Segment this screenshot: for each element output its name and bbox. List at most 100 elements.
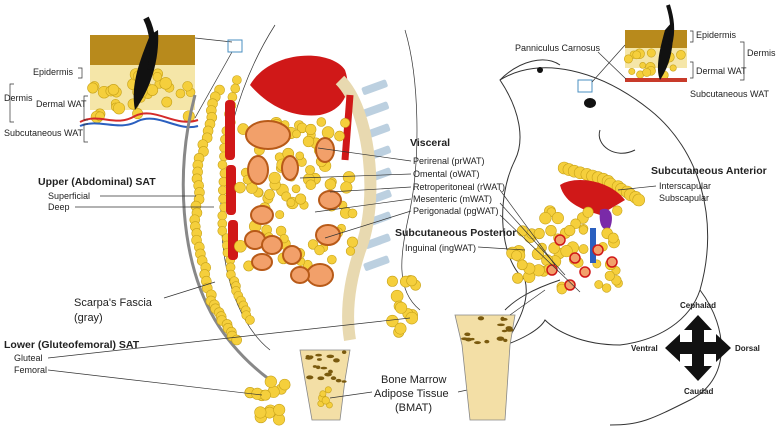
- visceral-adipocyte: [314, 244, 325, 256]
- mouse-organ: [569, 252, 581, 264]
- mouse-adipocyte: [623, 54, 633, 64]
- subq-anterior-title: Subcutaneous Anterior: [651, 165, 767, 177]
- human-subcutaneous-bracket: [83, 123, 88, 143]
- intestine-loop: [315, 224, 341, 246]
- mouse-mwat-leader: [499, 202, 566, 276]
- retroperitoneal-leader: [329, 186, 412, 193]
- sat-adipocyte: [217, 160, 228, 170]
- femoral-adipocyte: [278, 378, 291, 391]
- human-dermis-label: Dermis: [4, 93, 33, 103]
- orientation-compass: Cephalad Caudad Ventral Dorsal: [631, 301, 760, 396]
- mouse-ear: [598, 129, 636, 154]
- mouse-inset-connector: [591, 44, 626, 83]
- visceral-mesenteric: Mesenteric (mWAT): [413, 194, 492, 204]
- intestine-loop: [282, 245, 302, 265]
- liver: [250, 55, 348, 116]
- direction-caudad: Caudad: [684, 387, 713, 396]
- lower-sat-gluteal: Gluteal: [14, 353, 43, 363]
- mouse-visceral-adipocyte: [594, 280, 604, 289]
- mouse-hair-follicle: [657, 22, 673, 80]
- visceral-adipocyte: [295, 193, 307, 205]
- mouse-marrow-spot: [503, 338, 508, 343]
- adipocyte: [107, 84, 120, 96]
- visceral-adipocyte: [324, 178, 337, 191]
- direction-ventral: Ventral: [631, 344, 658, 353]
- inset-connector-1: [194, 37, 233, 43]
- marrow-spot: [316, 358, 322, 361]
- mouse-spleen: [599, 208, 612, 230]
- mouse-dermis-label: Dermis: [747, 48, 776, 58]
- visceral-adipocyte: [291, 184, 301, 194]
- spinal-column: [335, 75, 377, 341]
- marrow-spot: [320, 366, 328, 370]
- adipocyte: [175, 88, 186, 99]
- mouse-marrow-spot: [505, 328, 514, 332]
- mouse-dermal-wat-bracket: [690, 61, 694, 79]
- mouse-visceral-adipocyte: [548, 242, 560, 254]
- visceral-adipocyte: [305, 165, 316, 176]
- mouse-visceral-adipocyte: [582, 206, 594, 218]
- mouse-vein: [590, 228, 596, 263]
- mouse-eye: [584, 98, 596, 108]
- intestine-loop: [245, 120, 291, 150]
- mouse-adipocyte: [632, 50, 642, 60]
- intestine-loop: [261, 235, 283, 255]
- mouse-adipocyte: [669, 64, 677, 72]
- visceral-adipocyte: [346, 236, 358, 248]
- human-skin-inset: Epidermis Dermis Dermal WAT Subcutaneous…: [4, 16, 243, 143]
- human-femur-marrow: [305, 350, 347, 409]
- visceral-adipocyte: [342, 171, 356, 184]
- mouse-visceral-adipocyte: [551, 212, 564, 225]
- sat-fat-layers: [189, 75, 255, 346]
- gluteal-leader: [47, 317, 411, 359]
- mouse-hair-shaft: [666, 4, 675, 46]
- femoral-adipocyte: [254, 406, 267, 419]
- mouse-visceral-adipocyte: [539, 212, 552, 225]
- visceral-adipocyte: [321, 126, 335, 139]
- perigonadal-leader: [324, 210, 412, 239]
- adipocyte: [161, 96, 173, 108]
- mouse-tail: [609, 289, 722, 426]
- subq-anterior-interscapular: Interscapular: [659, 181, 711, 191]
- scarpa-leader: [163, 281, 216, 299]
- marrow-spot: [341, 380, 347, 383]
- visceral-adipocyte: [295, 151, 305, 161]
- upper-sat-superficial: Superficial: [48, 191, 90, 201]
- inguinal-leader: [477, 246, 526, 251]
- femoral-fat: [244, 375, 291, 426]
- marrow-spot: [315, 353, 322, 357]
- mouse-visceral-adipocyte: [607, 232, 619, 244]
- mouse-bone-connector: [509, 289, 546, 316]
- mouse-visceral-adipocyte: [578, 225, 588, 235]
- bmat-adipocyte: [324, 386, 332, 394]
- mouse-inguinal-adipocyte: [511, 250, 522, 261]
- direction-dorsal: Dorsal: [735, 344, 760, 353]
- marrow-spot: [305, 357, 313, 360]
- marrow-spot: [306, 375, 314, 380]
- perirenal-leader: [317, 147, 412, 162]
- mouse-adipocyte: [628, 68, 636, 75]
- marrow-spot: [326, 354, 335, 359]
- visceral-adipocyte: [268, 171, 281, 185]
- human-femur: [299, 349, 351, 421]
- visceral-omental: Omental (oWAT): [413, 169, 480, 179]
- mouse-visceral-adipocyte: [545, 224, 557, 237]
- mouse-visceral-adipocyte: [604, 270, 615, 281]
- marrow-spot: [335, 378, 342, 383]
- upper-sat-deep: Deep: [48, 202, 70, 212]
- mouse-epidermis-layer: [625, 30, 687, 48]
- gluteal-adipocyte: [386, 314, 399, 328]
- mouse-marrow-spot: [477, 316, 485, 321]
- mouse-visceral-adipocyte: [601, 283, 612, 293]
- mouse-interscapular-adipocyte: [632, 193, 646, 207]
- human-inset-locator: [227, 39, 243, 53]
- direction-cross-icon: [665, 315, 731, 381]
- marrow-spot: [333, 358, 340, 363]
- abdominal-muscle-3: [228, 220, 238, 260]
- mouse-adipocyte: [642, 67, 652, 77]
- mouse-adipocyte: [639, 62, 647, 69]
- mesenteric-leader: [314, 198, 412, 213]
- bmat-adipocyte: [321, 396, 330, 405]
- sat-adipocyte: [230, 83, 241, 94]
- mouse-snout: [499, 59, 561, 81]
